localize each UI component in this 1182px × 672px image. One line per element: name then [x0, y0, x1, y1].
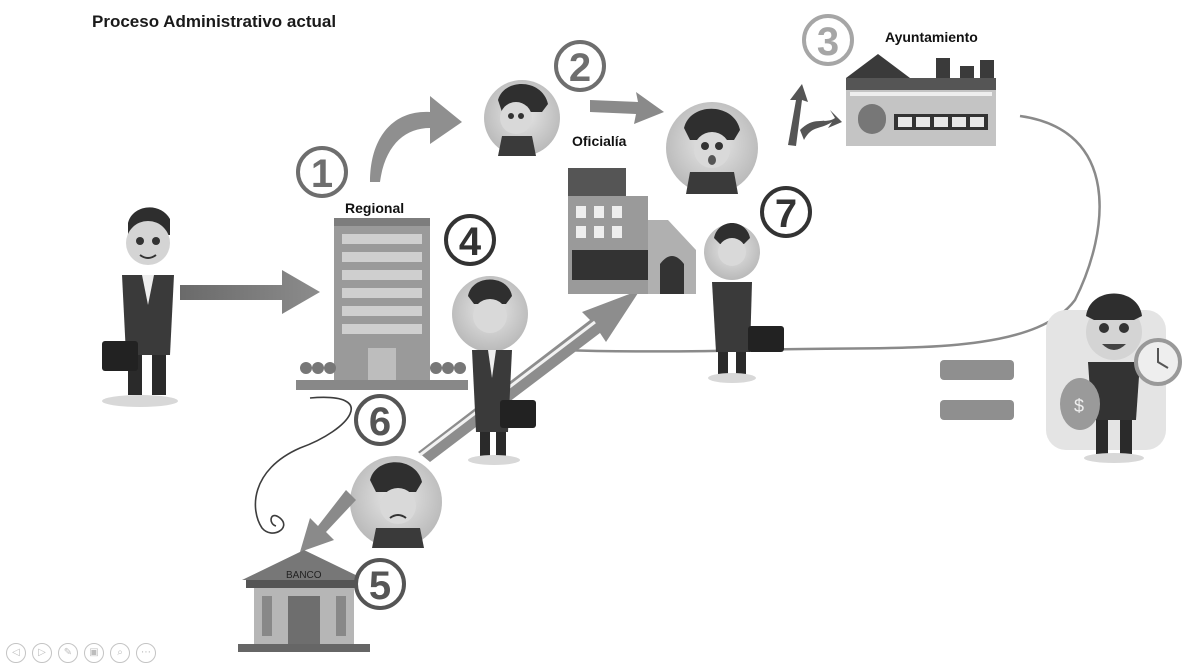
regional-building — [296, 218, 468, 390]
zoom-icon[interactable]: ⌕ — [110, 643, 130, 663]
step-6-badge: 6 — [354, 394, 406, 446]
svg-text:$: $ — [1074, 396, 1084, 416]
oficialia-building — [568, 168, 696, 294]
more-icon[interactable]: ⋯ — [136, 643, 156, 663]
person-step7 — [704, 223, 784, 383]
step-4-number: 4 — [459, 220, 482, 264]
pen-icon[interactable]: ✎ — [58, 643, 78, 663]
person-step4 — [452, 276, 536, 465]
arrow-to-regional — [180, 270, 320, 314]
person-left — [102, 207, 178, 407]
arrow-to-banco — [300, 490, 356, 552]
face-step5 — [350, 456, 442, 548]
step-6-number: 6 — [369, 400, 391, 444]
banco-building — [238, 550, 370, 652]
label-ayuntamiento: Ayuntamiento — [885, 29, 978, 45]
slides-icon[interactable]: ▣ — [84, 643, 104, 663]
step-7-number: 7 — [775, 192, 797, 236]
arrow-step2 — [590, 92, 664, 124]
confusion-arrows — [788, 84, 842, 146]
step-7-badge: 7 — [760, 186, 812, 238]
presentation-toolbar: ◁ ▷ ✎ ▣ ⌕ ⋯ — [6, 643, 156, 663]
diagonal-arrow — [418, 290, 640, 462]
label-oficialia: Oficialía — [572, 133, 627, 149]
face-surprised — [666, 102, 758, 194]
next-icon[interactable]: ▷ — [32, 643, 52, 663]
step-1-number: 1 — [311, 152, 333, 196]
step-5-number: 5 — [369, 564, 391, 608]
previous-icon[interactable]: ◁ — [6, 643, 26, 663]
step-1-badge: 1 — [296, 146, 348, 198]
banco-curve — [254, 396, 352, 534]
equals-sign — [940, 360, 1014, 420]
label-regional: Regional — [345, 200, 405, 216]
person-result: $ — [1046, 293, 1182, 463]
face-step2 — [484, 80, 560, 156]
step-5-badge: 5 — [354, 558, 406, 610]
step-4-badge: 4 — [444, 214, 496, 266]
label-banco: BANCO — [286, 570, 322, 581]
step-3-number: 3 — [817, 20, 839, 64]
step-2-number: 2 — [569, 46, 591, 90]
step-2-badge: 2 — [554, 40, 606, 92]
step-3-badge: 3 — [802, 14, 854, 66]
return-curve — [559, 114, 1101, 353]
arrow-step1 — [370, 96, 462, 182]
ayuntamiento-building — [846, 54, 996, 146]
slide-title: Proceso Administrativo actual — [92, 12, 337, 31]
